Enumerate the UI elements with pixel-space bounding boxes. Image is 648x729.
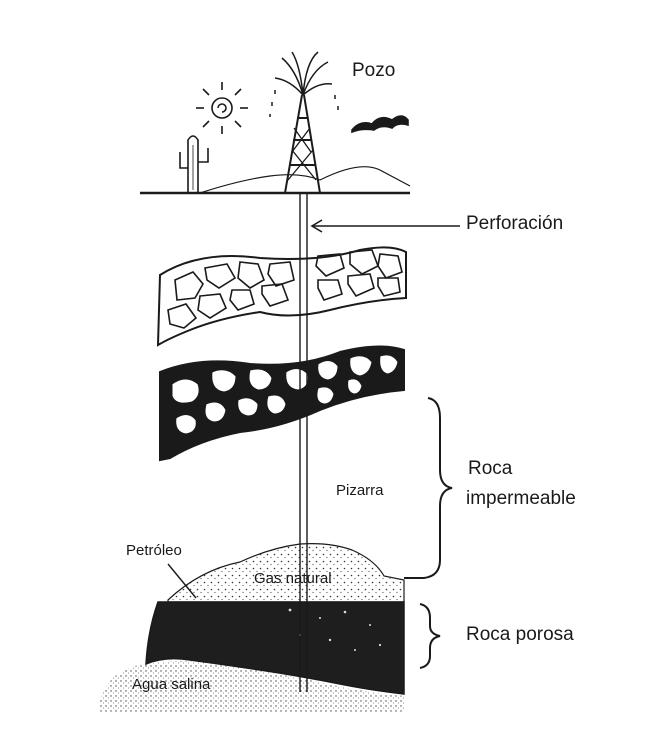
- sun-icon: [196, 82, 248, 134]
- cactus-icon: [180, 136, 208, 193]
- label-perforacion: Perforación: [466, 213, 563, 235]
- label-agua-salina: Agua salina: [132, 676, 210, 693]
- label-gas-natural: Gas natural: [254, 570, 332, 587]
- oil-gusher-icon: [270, 52, 338, 117]
- perforation-arrow: [312, 220, 460, 232]
- lower-rock-layer: [160, 346, 404, 460]
- label-roca-porosa: Roca porosa: [466, 624, 574, 646]
- cloud-icon: [352, 116, 408, 132]
- derrick-icon: [285, 95, 320, 193]
- hills: [200, 167, 410, 193]
- porous-brace: [420, 604, 440, 668]
- label-pizarra: Pizarra: [336, 482, 384, 499]
- label-pozo: Pozo: [352, 60, 395, 82]
- upper-rock-layer: [158, 247, 406, 345]
- label-petroleo: Petróleo: [126, 542, 182, 559]
- label-roca-impermeable-1: Roca: [468, 458, 512, 480]
- label-roca-impermeable-2: impermeable: [466, 488, 576, 510]
- impermeable-brace: [404, 398, 452, 578]
